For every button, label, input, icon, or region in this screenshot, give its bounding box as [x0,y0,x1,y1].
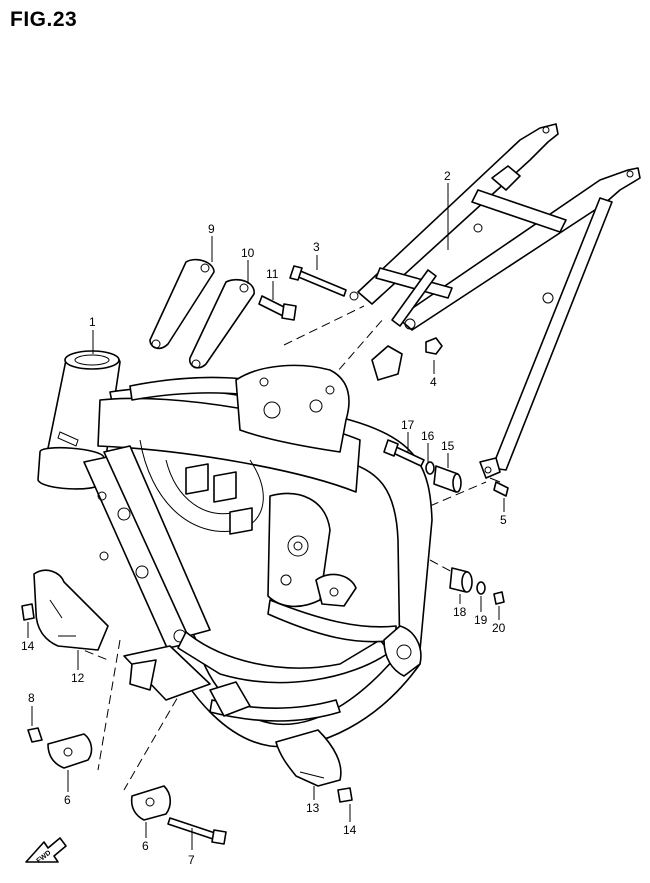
main-frame [37,350,433,748]
callout-1: 1 [89,315,96,329]
bolt-3 [289,265,347,297]
callout-6-upper: 6 [64,793,71,807]
callout-13: 13 [306,801,320,815]
guard-12 [33,569,109,651]
callout-14-right: 14 [343,823,357,837]
bolt-7 [167,817,227,845]
callout-20: 20 [492,621,506,635]
assembly-line [429,559,457,575]
assembly-line [283,305,365,346]
bolt-5 [489,477,509,497]
callout-14-left: 14 [21,639,35,653]
callout-2: 2 [444,169,451,183]
figure-title: FIG.23 [10,8,78,31]
bolt-11 [258,295,297,321]
engine-hanger-9 [149,258,215,350]
callout-11: 11 [266,267,279,281]
callout-15: 15 [441,439,455,453]
bushing-15 [433,465,462,493]
fwd-arrow: FWD [25,837,67,865]
assembly-line [97,639,121,771]
callout-5: 5 [500,513,507,527]
callout-6-lower: 6 [142,839,149,853]
bolt-14-left [21,603,35,621]
callout-16: 16 [421,429,435,443]
nut-20 [493,591,505,605]
callout-19: 19 [474,613,488,627]
callout-8: 8 [28,691,35,705]
callout-12: 12 [71,671,85,685]
callout-4: 4 [430,375,437,389]
guard-13 [275,729,342,787]
bracket-6-upper [47,733,93,769]
engine-hanger-10 [188,278,255,369]
callout-labels: 1 2 3 4 5 6 6 7 8 9 10 11 12 13 14 14 15… [21,169,507,867]
callout-17: 17 [401,418,415,432]
assembly-line [429,481,487,507]
rear-subframe [349,123,641,479]
bolt-17 [383,439,425,467]
washer-16 [425,461,435,475]
bracket-6-lower [130,785,172,821]
nut-4 [425,337,443,355]
bolt-8 [27,727,43,743]
leader-lines [27,183,505,850]
assembly-line [123,649,206,791]
bolt-14-right [337,787,353,803]
callout-7: 7 [188,853,195,867]
washer-19 [476,581,486,595]
bushing-18 [449,567,473,593]
callout-18: 18 [453,605,467,619]
callout-9: 9 [208,222,215,236]
callout-3: 3 [313,240,320,254]
callout-10: 10 [241,246,255,260]
